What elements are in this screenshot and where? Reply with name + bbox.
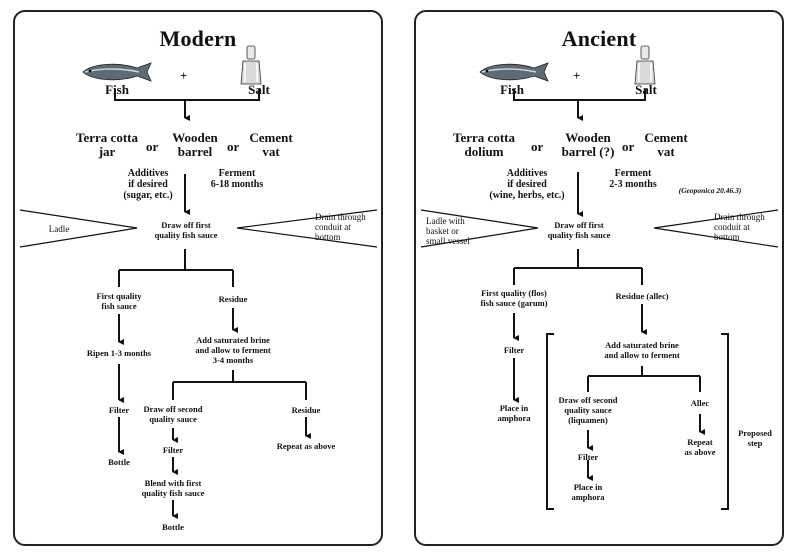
salt-label: Salt <box>248 82 270 97</box>
draw-off-second: Draw off second quality sauce <box>143 404 203 424</box>
fish-icon <box>479 62 549 82</box>
ancient-panel: Ancient Fish + Salt Terra cotta dolium o… <box>414 10 784 546</box>
container-cement-vat: Cement vat <box>249 130 293 159</box>
filter-step-2: Filter <box>162 445 184 455</box>
filter-step-1: Filter <box>503 345 525 355</box>
proposed-step-label: Proposed step <box>738 428 772 448</box>
bottle-step-2: Bottle <box>162 522 184 532</box>
or-label-2: or <box>622 139 635 154</box>
or-label-2: or <box>227 139 240 154</box>
or-label-1: or <box>531 139 544 154</box>
salt-shaker-icon <box>240 45 262 85</box>
ripen-step: Ripen 1-3 months <box>86 348 152 358</box>
or-label-1: or <box>146 139 159 154</box>
draw-off-first: Draw off first quality fish sauce <box>547 220 611 240</box>
add-brine-step: Add saturated brine and allow to ferment <box>604 340 680 360</box>
residue-allec: Residue (allec) <box>615 291 669 301</box>
ladle-label: Ladle <box>48 224 70 234</box>
fish-icon <box>82 62 152 82</box>
additives-note: Additives if desired (wine, herbs, etc.) <box>489 168 565 201</box>
first-quality-sauce: First quality fish sauce <box>96 291 142 311</box>
residue-label: Residue <box>218 294 248 304</box>
ancient-title: Ancient <box>561 26 637 51</box>
blend-step: Blend with first quality fish sauce <box>141 478 205 498</box>
first-quality-flos: First quality (flos) fish sauce (garum) <box>480 288 548 308</box>
container-terra-cotta: Terra cotta jar <box>76 130 138 159</box>
geoponica-citation: (Geoponica 20.46.3) <box>678 186 742 195</box>
allec-label: Allec <box>690 398 710 408</box>
add-brine-step: Add saturated brine and allow to ferment… <box>195 335 271 365</box>
fish-label: Fish <box>500 82 524 97</box>
salt-shaker-icon <box>634 45 656 85</box>
bottle-step-1: Bottle <box>108 457 130 467</box>
container-terra-cotta-dolium: Terra cotta dolium <box>453 130 515 159</box>
place-in-amphora-2: Place in amphora <box>571 482 605 502</box>
ladle-label: Ladle with basket or small vessel <box>426 216 470 246</box>
container-wooden-barrel: Wooden barrel <box>172 130 218 159</box>
drain-label: Drain through conduit at bottom <box>315 212 366 242</box>
plus-sign: + <box>180 68 188 83</box>
fish-label: Fish <box>105 82 129 97</box>
additives-note: Additives if desired (sugar, etc.) <box>123 168 173 201</box>
container-cement-vat: Cement vat <box>644 130 688 159</box>
drain-label: Drain through conduit at bottom <box>714 212 765 242</box>
plus-sign: + <box>573 68 581 83</box>
modern-flow-lines <box>19 89 378 519</box>
modern-title: Modern <box>159 26 237 51</box>
repeat-step: Repeat as above <box>276 441 336 451</box>
filter-step-1: Filter <box>108 405 130 415</box>
filter-step-2: Filter <box>577 452 599 462</box>
ferment-note: Ferment 6-18 months <box>210 168 264 190</box>
place-in-amphora-1: Place in amphora <box>497 403 531 423</box>
repeat-step: Repeat as above <box>684 437 716 457</box>
salt-label: Salt <box>635 82 657 97</box>
draw-off-second: Draw off second quality sauce (liquamen) <box>558 395 618 425</box>
modern-panel: Modern Fish + Salt Terra cotta jar or Wo… <box>13 10 383 546</box>
residue-label-2: Residue <box>291 405 321 415</box>
ferment-note: Ferment 2-3 months <box>609 168 657 190</box>
draw-off-first: Draw off first quality fish sauce <box>154 220 218 240</box>
container-wooden-barrel: Wooden barrel (?) <box>561 130 615 159</box>
ancient-flow-lines <box>420 89 779 510</box>
